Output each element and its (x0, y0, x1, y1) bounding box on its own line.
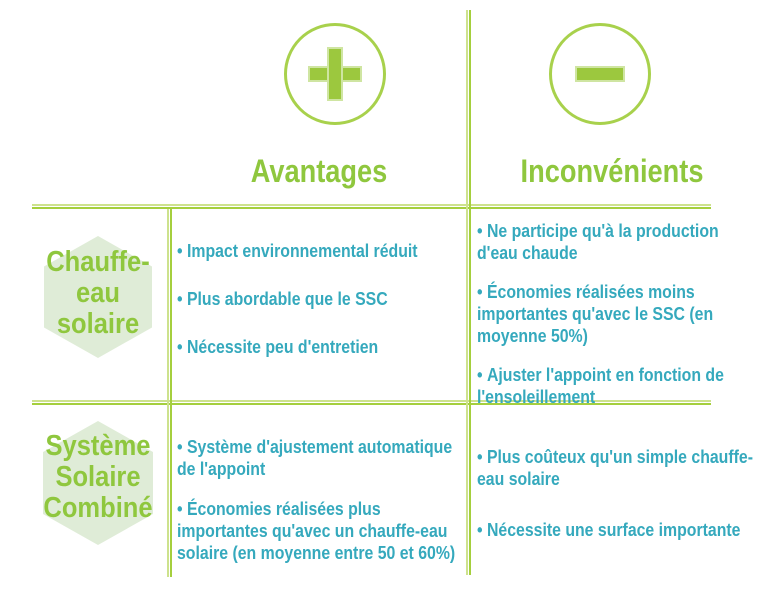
list-item: Nécessite peu d'entretien (177, 337, 460, 358)
label-column-divider-line (167, 209, 172, 577)
list-item: Ne participe qu'à la production d'eau ch… (477, 220, 759, 264)
disadvantages-column-header: Inconvénients (520, 153, 704, 189)
plus-vertical-bar (327, 47, 343, 101)
disadvantages-list-row1: Ne participe qu'à la production d'eau ch… (477, 220, 759, 408)
header-divider-line (32, 204, 711, 209)
row-label-chauffe-eau-solaire: Chauffe- eau solaire (46, 246, 150, 340)
advantages-list-row2: Système d'ajustement automatique de l'ap… (177, 436, 466, 564)
list-item: Impact environnemental réduit (177, 241, 460, 262)
list-item: Système d'ajustement automatique de l'ap… (177, 436, 466, 480)
advantages-list-row1: Impact environnemental réduit Plus abord… (177, 241, 460, 358)
list-item: Ajuster l'appoint en fonction de l'ensol… (477, 364, 759, 408)
list-item: Économies réalisées moins importantes qu… (477, 281, 759, 347)
disadvantages-list-row2: Plus coûteux qu'un simple chauffe-eau so… (477, 446, 759, 541)
list-item: Plus coûteux qu'un simple chauffe-eau so… (477, 446, 759, 490)
row-divider-line (32, 400, 711, 405)
center-column-divider-line (466, 10, 471, 575)
hexagon-badge (44, 236, 152, 358)
row-label-systeme-solaire-combine: Système Solaire Combiné (43, 430, 153, 524)
minus-bar (575, 66, 625, 82)
list-item: Plus abordable que le SSC (177, 289, 460, 310)
list-item: Nécessite une surface importante (477, 519, 759, 541)
advantages-column-header: Avantages (250, 153, 388, 189)
plus-icon (284, 23, 386, 125)
list-item: Économies réalisées plus importantes qu'… (177, 498, 466, 564)
minus-icon (549, 23, 651, 125)
